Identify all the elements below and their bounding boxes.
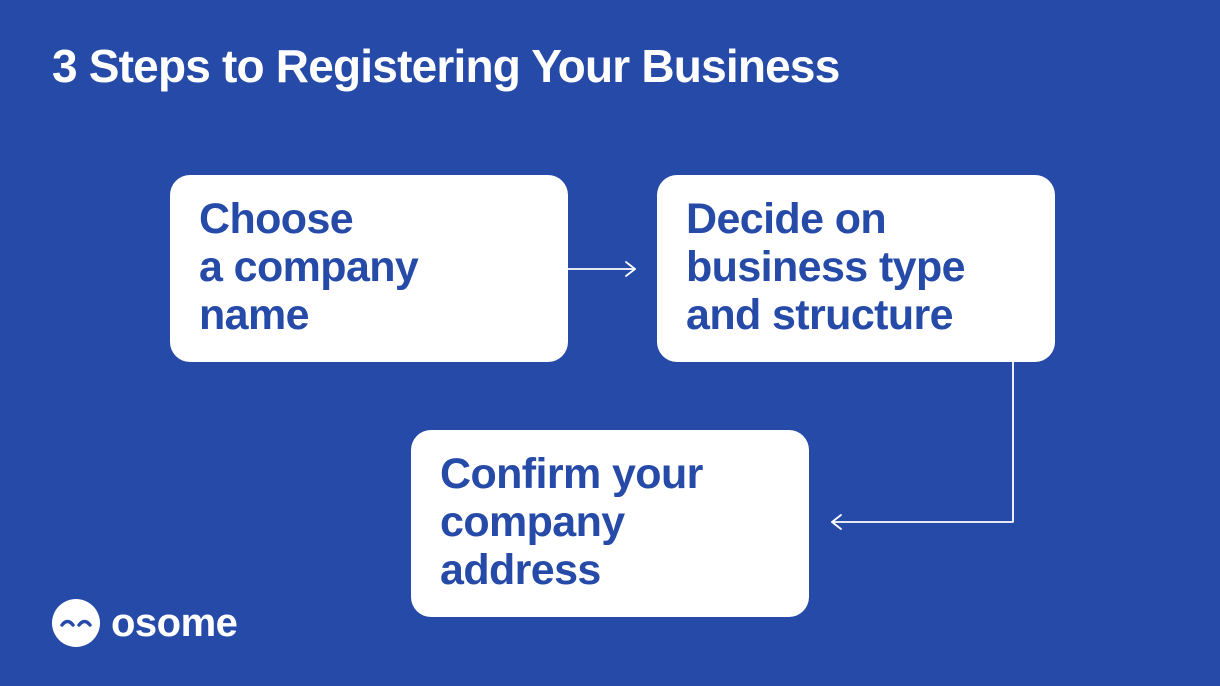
step-3-text: Confirm your company address — [440, 450, 703, 594]
arrow-step2-to-step3 — [831, 361, 1014, 530]
arrow-step1-to-step2 — [567, 261, 636, 277]
smiling-face-icon — [52, 599, 100, 647]
brand-logo: osome — [52, 599, 238, 647]
step-card-choose-name: Choose a company name — [170, 175, 568, 362]
step-2-text: Decide on business type and structure — [686, 195, 966, 339]
page-title: 3 Steps to Registering Your Business — [52, 40, 840, 92]
brand-name: osome — [111, 601, 238, 645]
step-1-text: Choose a company name — [199, 195, 419, 339]
step-card-confirm-address: Confirm your company address — [411, 430, 809, 617]
step-card-business-type: Decide on business type and structure — [657, 175, 1055, 362]
